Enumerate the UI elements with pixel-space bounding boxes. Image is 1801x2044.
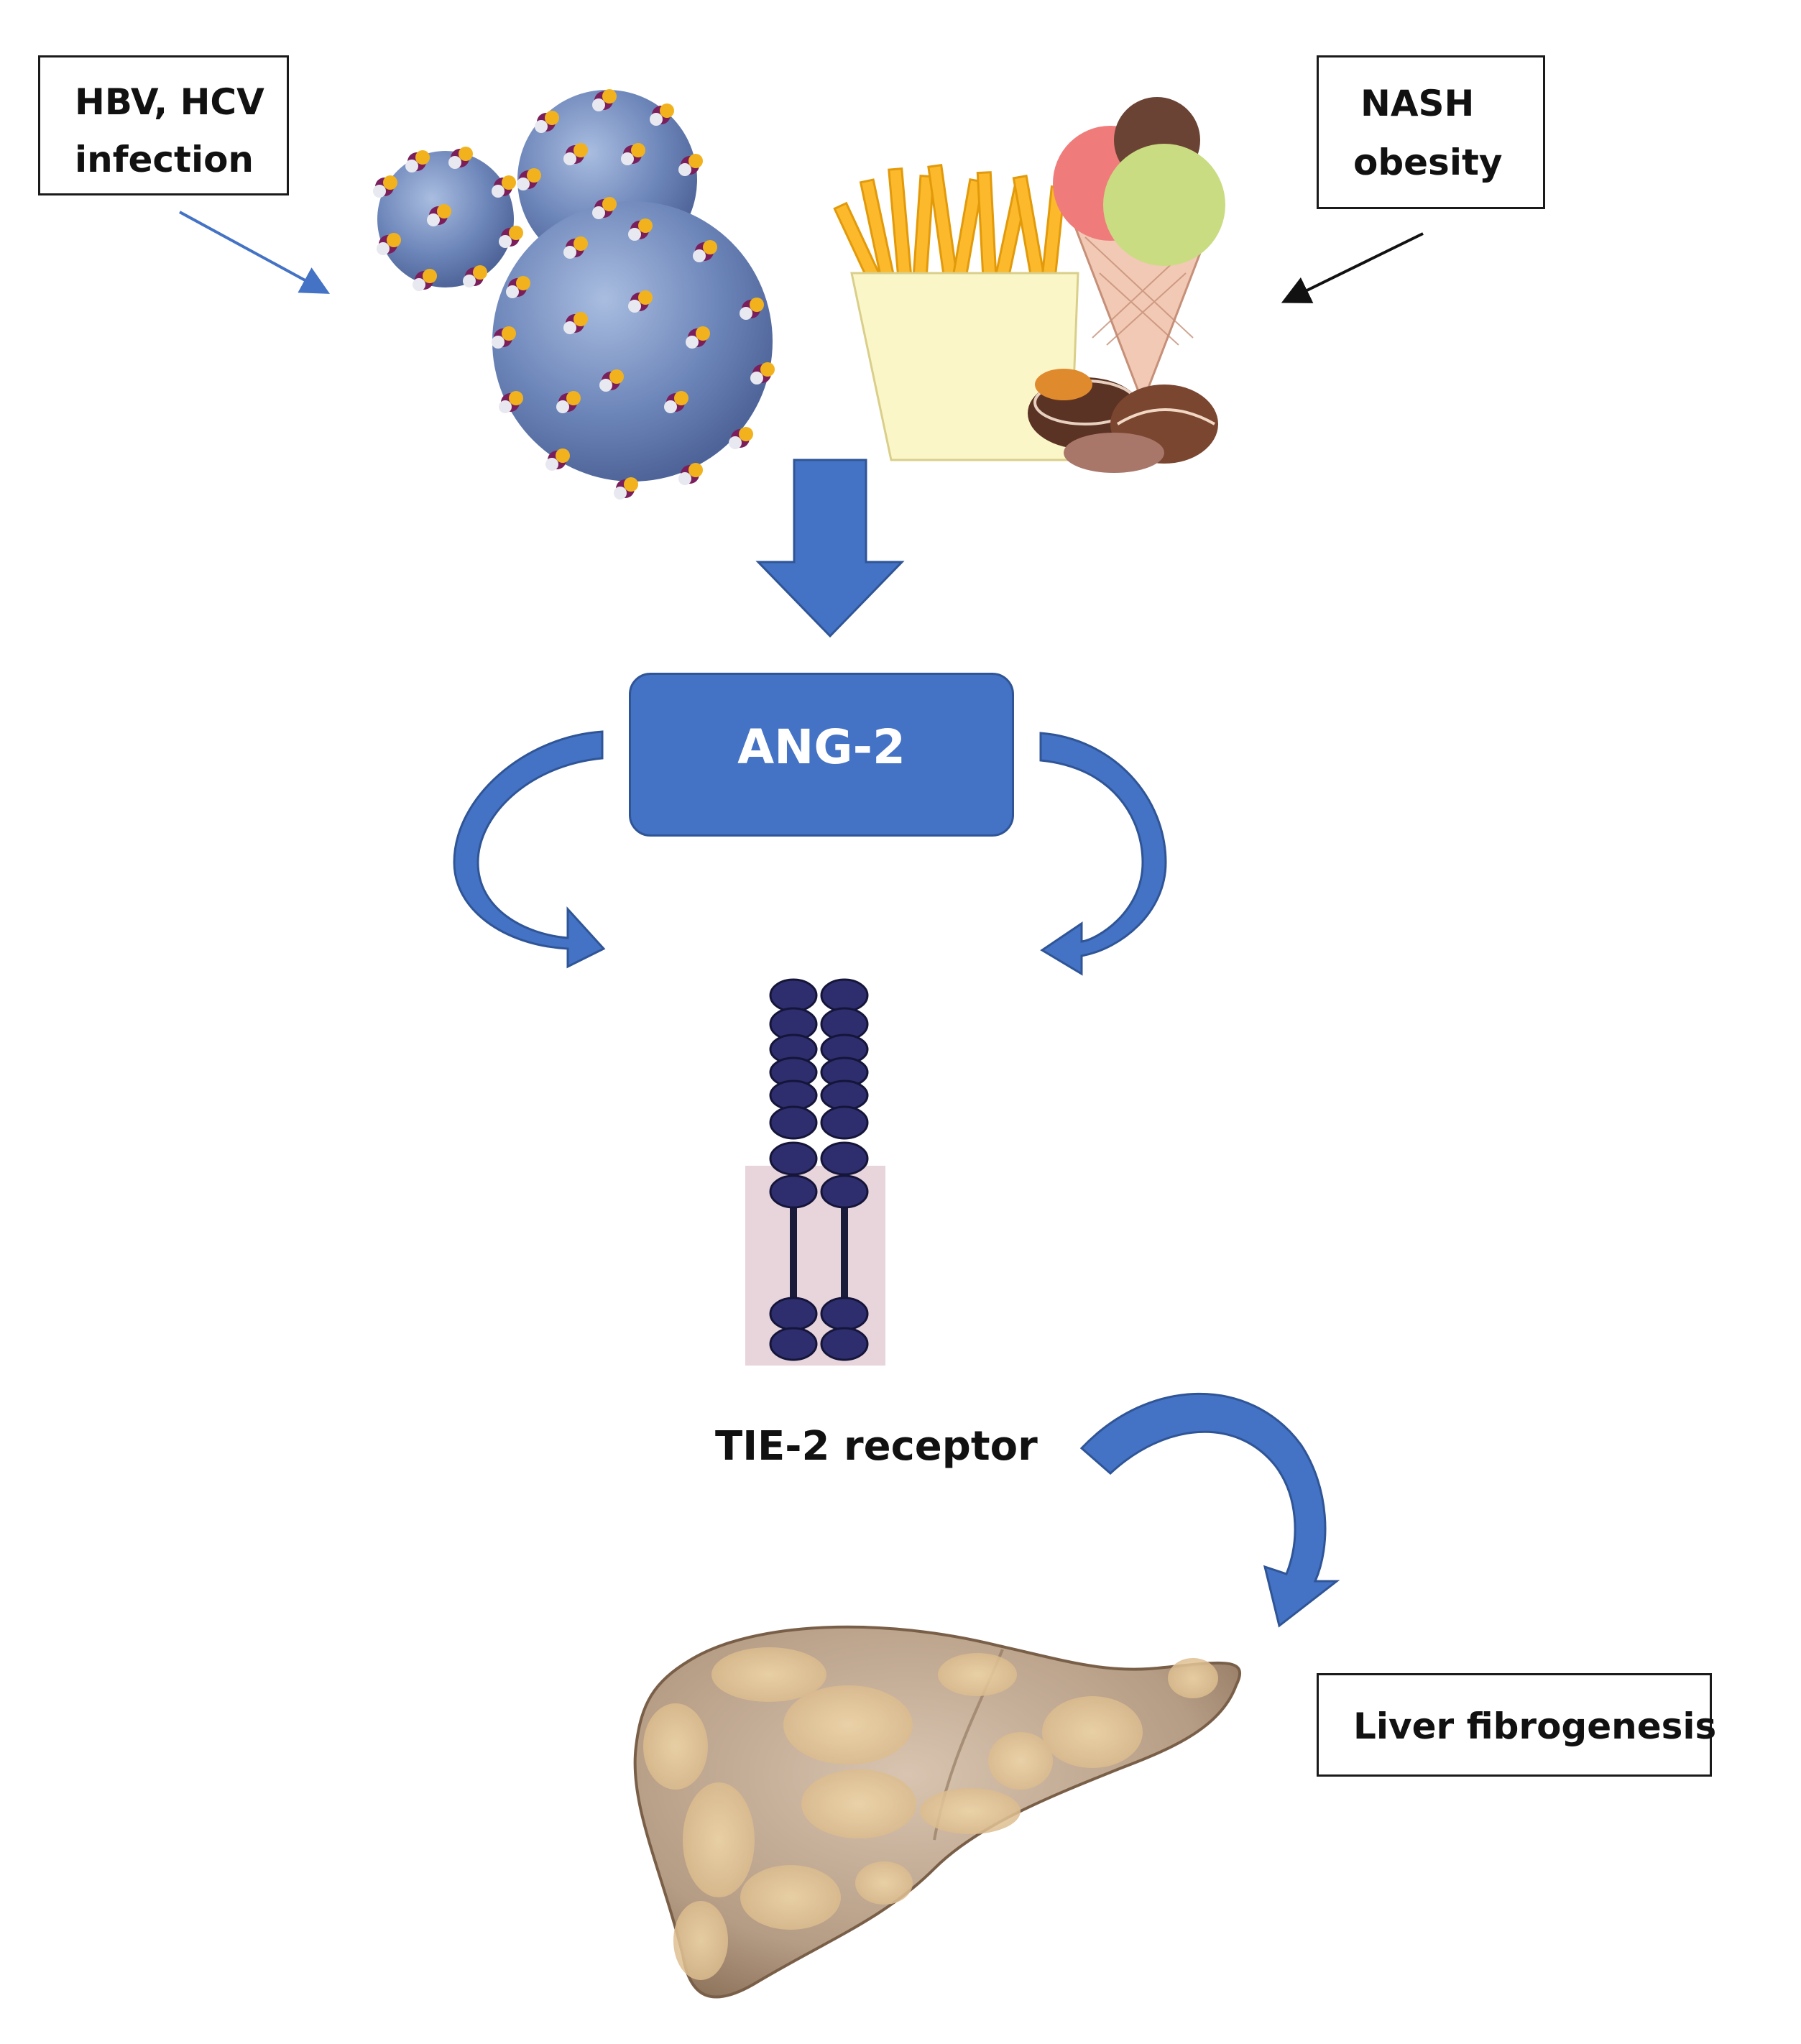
- liver-fibrogenesis-label: Liver fibrogenesis: [1353, 1705, 1717, 1747]
- virus-cluster-icon: [373, 89, 775, 500]
- ang2-label: ANG-2: [737, 719, 906, 775]
- junk-food-icon: [833, 97, 1225, 473]
- liver-icon: [633, 1625, 1242, 1999]
- nash-thin-arrow: [1281, 232, 1424, 303]
- hbv-hcv-label-box: HBV, HCV infection: [38, 55, 289, 195]
- hbv-label-line1: HBV, HCV: [75, 81, 264, 123]
- liver-fibrogenesis-label-box: Liver fibrogenesis: [1317, 1673, 1716, 1777]
- big-down-arrow: [755, 459, 905, 638]
- ang2-box: ANG-2: [629, 673, 1014, 837]
- right-curved-arrow: [1039, 732, 1167, 976]
- hbv-label-line2: infection: [75, 139, 254, 180]
- nash-label-line1: NASH: [1360, 83, 1475, 124]
- nash-obesity-label-box: NASH obesity: [1317, 55, 1545, 209]
- nash-label-line2: obesity: [1353, 142, 1503, 183]
- left-curved-arrow: [453, 730, 606, 969]
- liver-curved-arrow: [1079, 1392, 1340, 1628]
- hbv-thin-arrow: [179, 211, 331, 294]
- tie2-receptor-label: TIE-2 receptor: [715, 1423, 1038, 1470]
- receptor-icon: [745, 978, 885, 1366]
